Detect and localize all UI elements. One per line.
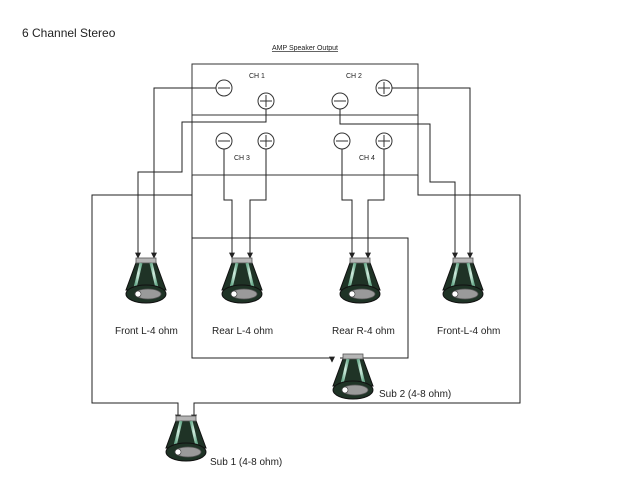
wire-ch4-neg-rear-right — [341, 149, 355, 259]
wire-sub2-loop — [191, 175, 335, 363]
label-front-right: Front-L-4 ohm — [437, 326, 500, 337]
ch1-negative-terminal — [215, 79, 233, 97]
ch4-label: CH 4 — [359, 155, 375, 162]
ch2-negative-terminal — [331, 92, 349, 110]
amp-label: AMP Speaker Output — [272, 45, 338, 52]
wire-sub2-right — [192, 237, 409, 359]
speaker-rear-right-icon — [338, 256, 382, 305]
ch2-positive-terminal — [375, 79, 393, 97]
ch2-label: CH 2 — [346, 73, 362, 80]
page-title: 6 Channel Stereo — [22, 26, 116, 40]
label-rear-left: Rear L-4 ohm — [212, 326, 273, 337]
wire-ch4-pos-rear-right — [365, 149, 385, 259]
speaker-sub2-icon — [331, 352, 375, 401]
speaker-front-left-icon — [124, 256, 168, 305]
label-front-left: Front L-4 ohm — [115, 326, 178, 337]
ch3-positive-terminal — [257, 132, 275, 150]
wire-ch1-pos-front-left — [135, 109, 267, 259]
ch1-positive-terminal — [257, 92, 275, 110]
ch4-positive-terminal — [375, 132, 393, 150]
speaker-rear-left-icon — [220, 256, 264, 305]
ch4-negative-terminal — [333, 132, 351, 150]
ch3-label: CH 3 — [234, 155, 250, 162]
wire-ch2-pos-front-right — [392, 87, 473, 259]
speaker-sub1-icon — [164, 414, 208, 463]
label-rear-right: Rear R-4 ohm — [332, 326, 395, 337]
wire-ch3-neg-rear-left — [223, 149, 235, 259]
label-sub2: Sub 2 (4-8 ohm) — [379, 389, 451, 400]
wire-ch3-pos-rear-left — [247, 149, 267, 259]
wire-ch1-neg-front-left — [151, 87, 216, 259]
label-sub1: Sub 1 (4-8 ohm) — [210, 457, 282, 468]
ch1-label: CH 1 — [249, 73, 265, 80]
speaker-front-right-icon — [441, 256, 485, 305]
wire-sub1-left — [91, 175, 193, 421]
ch3-negative-terminal — [215, 132, 233, 150]
wire-sub1-right — [191, 175, 521, 421]
